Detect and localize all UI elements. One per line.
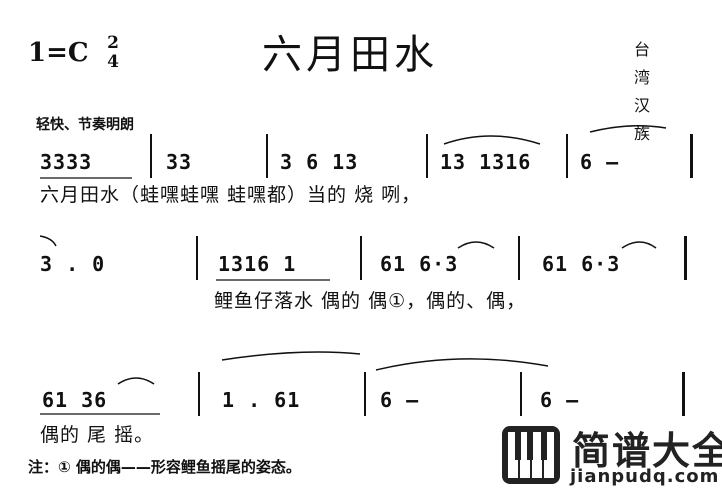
time-signature: 2 4 (104, 34, 122, 72)
row3-measure-4: 6 – (540, 388, 580, 412)
bar-line (196, 236, 198, 280)
row2-measure-2: 1316 1 (218, 252, 297, 276)
origin-label: 台湾 汉族 (634, 36, 704, 148)
row3-measure-1: 61 36 (42, 388, 108, 412)
bar-line (360, 236, 362, 280)
song-title: 六月田水 (262, 32, 438, 78)
row1-measure-5: 6 – (580, 150, 620, 174)
bar-line (520, 372, 522, 416)
row1-measure-3: 3 6 13 (280, 150, 359, 174)
bar-line (150, 134, 152, 178)
origin-line-1: 台湾 (634, 40, 671, 87)
watermark-brand: 简谱大全 (572, 429, 722, 473)
watermark-url: jianpudq.com (570, 466, 720, 487)
row1-lyrics: 六月田水（蛙嘿蛙嘿 蛙嘿都）当的 烧 咧， (40, 184, 422, 206)
tempo-marking: 轻快、节奏明朗 (36, 117, 134, 133)
bar-line (198, 372, 200, 416)
bar-line (364, 372, 366, 416)
bar-line (684, 236, 687, 280)
bar-line (266, 134, 268, 178)
footnote: 注：① 偶的偶——形容鲤鱼摇尾的姿态。 (28, 458, 301, 476)
row3-measure-3: 6 – (380, 388, 420, 412)
origin-line-2: 汉族 (634, 96, 671, 143)
row2-measure-3: 61 6·3 (380, 252, 459, 276)
row2-measure-1: 3 . 0 (40, 252, 106, 276)
row2-lyrics: 鲤鱼仔落水 偶的 偶①，偶的、偶， (214, 290, 527, 312)
row2-measure-4: 61 6·3 (542, 252, 621, 276)
key-signature: 1=C (28, 38, 89, 68)
bar-line (682, 372, 685, 416)
time-signature-top: 2 (107, 33, 119, 53)
row3-lyrics: 偶的 尾 摇。 (40, 424, 155, 446)
bar-line (566, 134, 568, 178)
bar-line (426, 134, 428, 178)
bar-line (690, 134, 693, 178)
row3-measure-2: 1 . 61 (222, 388, 301, 412)
row1-measure-4: 13 1316 (440, 150, 532, 174)
bar-line (518, 236, 520, 280)
time-signature-bottom: 4 (107, 52, 119, 72)
piano-logo-icon (500, 424, 562, 486)
row1-measure-2: 33 (166, 150, 193, 174)
row1-measure-1: 3333 (40, 150, 93, 174)
